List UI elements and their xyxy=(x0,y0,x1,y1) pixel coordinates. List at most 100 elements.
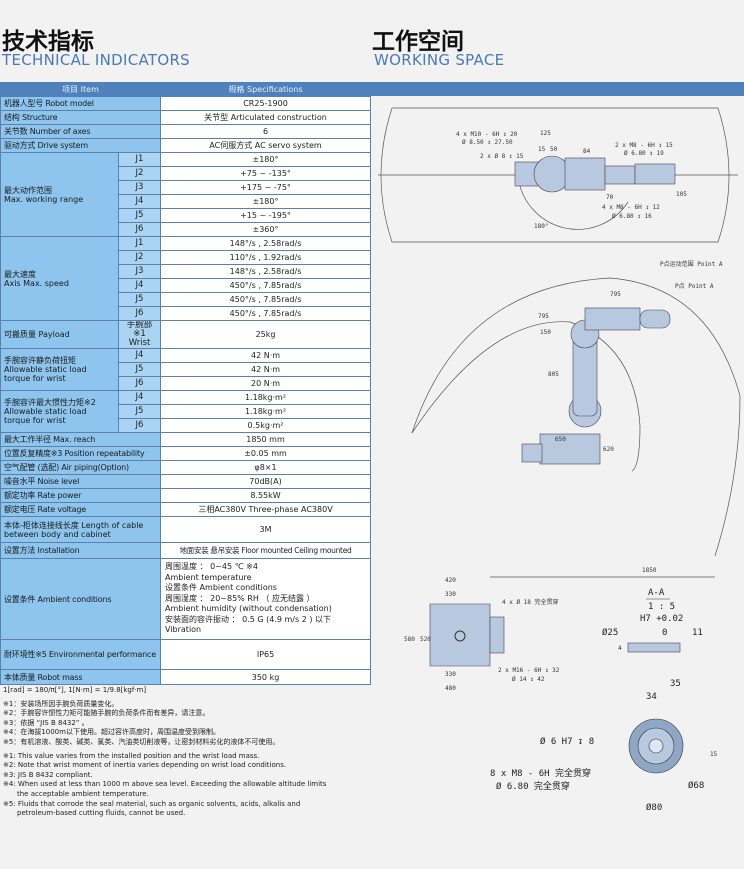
svg-text:1 : 5: 1 : 5 xyxy=(648,602,675,612)
svg-text:520: 520 xyxy=(420,636,431,643)
svg-text:2 x M16 - 6H ↧ 32: 2 x M16 - 6H ↧ 32 xyxy=(498,667,560,674)
flange xyxy=(628,718,684,774)
svg-text:Ø 6.80 完全贯穿: Ø 6.80 完全贯穿 xyxy=(496,780,570,792)
col-spec: 规格 Specifications xyxy=(160,82,372,97)
svg-text:P点 Point A: P点 Point A xyxy=(675,282,714,290)
top-view-envelope xyxy=(380,107,730,243)
svg-text:Ø 14 ↧ 42: Ø 14 ↧ 42 xyxy=(512,676,545,683)
svg-text:2 x Ø 8 ↧ 15: 2 x Ø 8 ↧ 15 xyxy=(480,153,524,160)
svg-text:8 x M8 - 6H 完全贯穿: 8 x M8 - 6H 完全贯穿 xyxy=(490,767,591,779)
svg-text:795: 795 xyxy=(538,313,549,320)
svg-text:330: 330 xyxy=(445,591,456,598)
svg-text:Ø 6.80 ↧ 19: Ø 6.80 ↧ 19 xyxy=(624,150,664,157)
svg-text:805: 805 xyxy=(548,371,559,378)
svg-text:420: 420 xyxy=(445,577,456,584)
table-row: 本体-柜体连接线长度 Length of cable between body … xyxy=(0,516,372,543)
table-row: J5+15 ~ -195° xyxy=(1,208,372,223)
table-row: 设置条件 Ambient conditions 周围温度 ： 0~45 ℃ ※4… xyxy=(0,558,372,640)
svg-text:330: 330 xyxy=(445,671,456,678)
svg-text:4: 4 xyxy=(618,645,622,652)
dimension-labels: 4 x M10 - 6H ↧ 20 Ø 8.50 ↧ 27.50 2 x Ø 8… xyxy=(404,130,723,758)
svg-text:Ø68: Ø68 xyxy=(688,780,704,791)
svg-text:480: 480 xyxy=(445,685,456,692)
svg-text:70: 70 xyxy=(606,194,614,201)
svg-text:Ø25: Ø25 xyxy=(602,627,618,638)
svg-text:35: 35 xyxy=(670,679,681,689)
col-item: 项目 Item xyxy=(0,82,162,97)
svg-text:Ø 8.50 ↧ 27.50: Ø 8.50 ↧ 27.50 xyxy=(462,139,513,146)
svg-text:580: 580 xyxy=(404,636,415,643)
top-view-robot xyxy=(514,155,676,193)
svg-text:150: 150 xyxy=(540,329,551,336)
svg-text:1850: 1850 xyxy=(642,567,657,574)
section-aa xyxy=(627,598,681,653)
svg-text:H7 +0.02: H7 +0.02 xyxy=(640,614,683,624)
svg-text:15: 15 xyxy=(710,751,718,758)
footnotes: 1[rad] = 180/π[°], 1[N·m] = 1/9.8[kgf·m]… xyxy=(3,686,327,818)
svg-text:11: 11 xyxy=(692,628,703,638)
svg-text:620: 620 xyxy=(603,446,614,453)
side-view-outer-arc xyxy=(411,277,741,557)
workspace-drawings: 4 x M10 - 6H ↧ 20 Ø 8.50 ↧ 27.50 2 x Ø 8… xyxy=(378,107,741,813)
table-row: J6±360° xyxy=(1,222,372,237)
svg-text:105: 105 xyxy=(676,191,687,198)
svg-text:4 x M8 - 6H ↧ 12: 4 x M8 - 6H ↧ 12 xyxy=(602,204,660,211)
section-title-cn: 技术指标 xyxy=(2,29,94,55)
svg-text:A-A: A-A xyxy=(648,588,665,598)
svg-text:795: 795 xyxy=(610,291,621,298)
table-row: J2+75 ~ -135° xyxy=(1,166,372,181)
svg-text:Ø 6.80 ↧ 16: Ø 6.80 ↧ 16 xyxy=(612,213,652,220)
table-row: 位置反复精度※3 Position repeatability±0.05 mm xyxy=(0,446,372,461)
workspace-title-cn: 工作空间 xyxy=(372,29,464,55)
side-view-robot xyxy=(521,307,671,465)
svg-text:650: 650 xyxy=(555,436,566,443)
large-dimension-labels: A-A 1 : 5 H7 +0.02 Ø25 0 11 35 34 Ø 6 H7… xyxy=(490,588,704,813)
svg-text:P点运动范围 Point A: P点运动范围 Point A xyxy=(660,260,723,268)
svg-text:15: 15 xyxy=(538,146,546,153)
svg-text:34: 34 xyxy=(646,692,657,702)
svg-text:50: 50 xyxy=(550,146,558,153)
table-row: 空气配管 (选配) Air piping(Option)φ8×1 xyxy=(0,460,372,475)
svg-text:0: 0 xyxy=(662,628,667,638)
svg-text:2 x M8 - 6H ↧ 15: 2 x M8 - 6H ↧ 15 xyxy=(615,142,673,149)
workspace-title-en: WORKING SPACE xyxy=(374,51,505,69)
svg-text:Ø 6 H7 ↧ 8: Ø 6 H7 ↧ 8 xyxy=(540,736,594,747)
svg-text:180°: 180° xyxy=(534,223,548,230)
svg-text:84: 84 xyxy=(583,148,591,155)
svg-text:4 x M10 - 6H ↧ 20: 4 x M10 - 6H ↧ 20 xyxy=(456,131,518,138)
svg-text:125: 125 xyxy=(540,130,551,137)
table-row: J3+175 ~ -75° xyxy=(1,180,372,195)
base-plate xyxy=(429,603,505,667)
svg-text:4 x Ø 18 完全贯穿: 4 x Ø 18 完全贯穿 xyxy=(502,598,559,606)
svg-text:Ø80: Ø80 xyxy=(646,802,662,813)
section-title-en: TECHNICAL INDICATORS xyxy=(2,51,190,69)
